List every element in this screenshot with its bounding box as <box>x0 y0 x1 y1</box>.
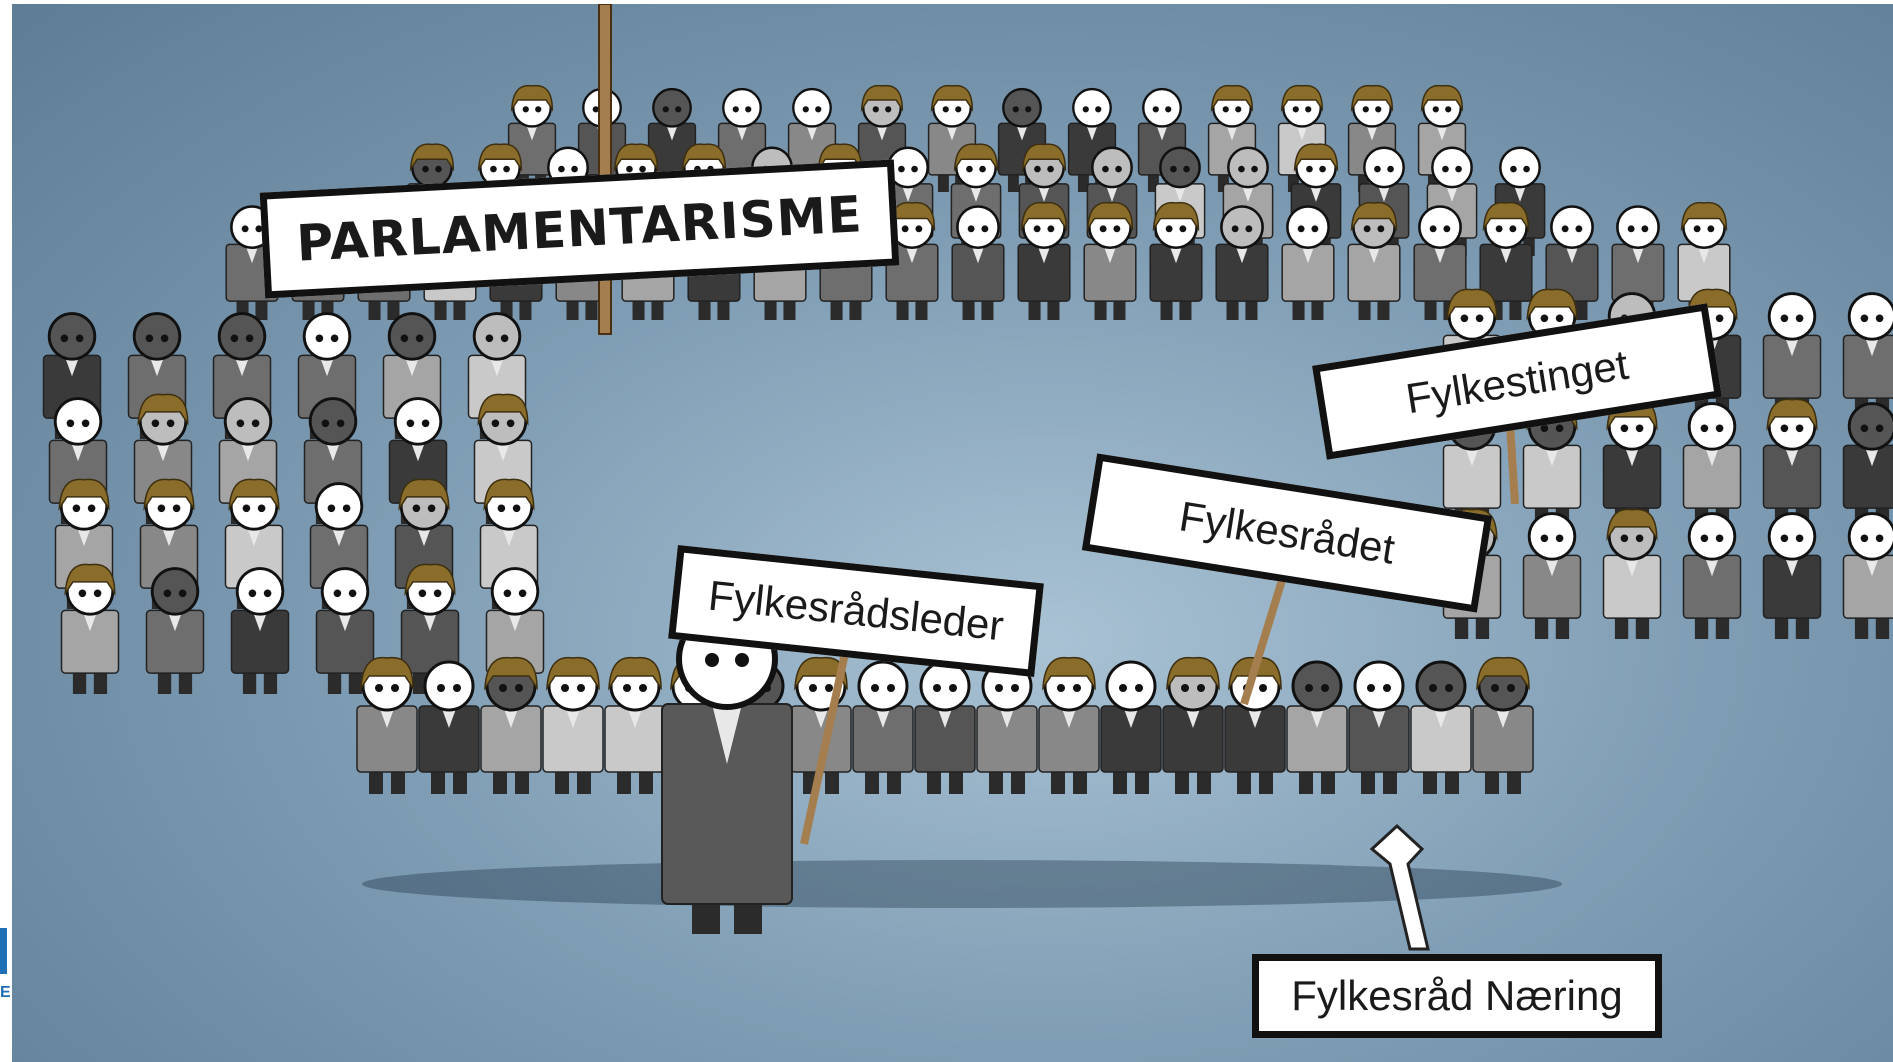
seated-person <box>1682 512 1742 639</box>
front-row-person <box>480 656 542 794</box>
seated-person <box>1017 201 1071 320</box>
floor-shadow <box>362 860 1562 908</box>
seated-person <box>145 567 205 694</box>
front-row-person <box>418 660 480 794</box>
front-row-person <box>914 660 976 794</box>
seated-person <box>1842 292 1893 419</box>
sign-fylkesrad-naering-text: Fylkesråd Næring <box>1291 972 1623 1019</box>
seated-person <box>1762 398 1822 529</box>
seated-person <box>1083 201 1137 320</box>
seated-person <box>1413 205 1467 320</box>
logo-fragment <box>0 928 7 974</box>
seated-person <box>1602 508 1662 639</box>
seated-person <box>1281 205 1335 320</box>
sign-pole <box>800 643 851 845</box>
front-row-person <box>356 656 418 794</box>
seated-person <box>60 563 120 694</box>
left-edge-letter: E <box>0 984 11 1001</box>
seated-person <box>1149 201 1203 320</box>
front-row-person <box>976 660 1038 794</box>
front-row-person <box>852 660 914 794</box>
sign-pole <box>598 4 612 335</box>
sign-fylkestinget-text: Fylkestinget <box>1402 340 1632 422</box>
fylkesradsleder-figure <box>661 608 793 934</box>
front-row-person <box>1472 656 1534 794</box>
front-row-person <box>1038 656 1100 794</box>
sign-pole <box>1506 423 1519 505</box>
front-row-person <box>542 656 604 794</box>
sign-pole <box>1240 562 1291 706</box>
front-row-person <box>1410 660 1472 794</box>
seated-person <box>1545 205 1599 320</box>
cartoon-illustration: PARLAMENTARISME Fylkestinget Fylkesrådet… <box>12 4 1893 1062</box>
seated-person <box>1762 512 1822 639</box>
arrow-up-icon <box>1369 823 1430 951</box>
seated-person <box>1347 201 1401 320</box>
seated-person <box>1762 292 1822 419</box>
sign-fylkesrad-naering: Fylkesråd Næring <box>1252 954 1662 1038</box>
sign-fylkesradsleder-text: Fylkesrådsleder <box>706 571 1006 650</box>
seated-person <box>1842 402 1893 529</box>
sign-fylkesradet-text: Fylkesrådet <box>1176 492 1398 573</box>
seated-person <box>230 567 290 694</box>
seated-person <box>1842 512 1893 639</box>
seated-person <box>1682 402 1742 529</box>
seated-person <box>951 205 1005 320</box>
crowd-of-figures <box>42 4 1893 951</box>
front-row-person <box>1348 660 1410 794</box>
front-row-person <box>1100 660 1162 794</box>
front-row-person <box>1286 660 1348 794</box>
front-row-person <box>604 656 666 794</box>
front-row-person <box>1162 656 1224 794</box>
seated-person <box>1215 205 1269 320</box>
sign-parlamentarisme-text: PARLAMENTARISME <box>295 185 864 273</box>
seated-person <box>885 201 939 320</box>
seated-person <box>315 567 375 694</box>
seated-person <box>1522 512 1582 639</box>
front-row-person <box>1224 656 1286 794</box>
